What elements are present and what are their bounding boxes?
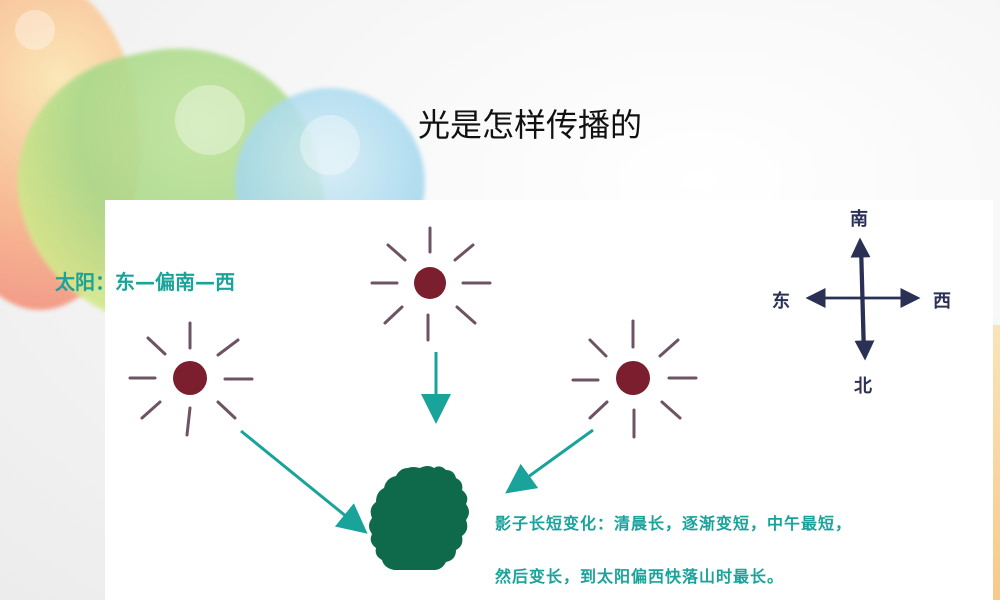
compass-label-east: 东 — [772, 291, 790, 312]
sun-noon-icon — [370, 226, 492, 342]
decor-bokeh — [300, 115, 360, 175]
shadow-description-line2: 然后变长，到太阳偏西快落山时最长。 — [495, 567, 785, 586]
decor-bokeh — [175, 85, 245, 155]
light-ray-morning — [240, 429, 368, 534]
slide-title: 光是怎样传播的 — [417, 106, 642, 144]
sun-path-label: 太阳：东—偏南—西 — [55, 270, 235, 294]
compass-label-south: 南 — [850, 209, 868, 230]
sun-evening-icon — [571, 319, 698, 439]
compass-label-west: 西 — [933, 291, 951, 312]
tree-icon — [369, 466, 469, 570]
compass-label-north: 北 — [854, 376, 872, 397]
decor-right-stripe — [992, 325, 1000, 600]
shadow-description-line1: 影子长短变化：清晨长，逐渐变短，中午最短， — [495, 514, 853, 533]
diagram-panel — [105, 200, 993, 600]
sun-morning-icon — [128, 321, 254, 437]
decor-bokeh — [15, 10, 55, 50]
light-ray-evening — [505, 428, 594, 494]
compass-icon — [805, 237, 921, 361]
